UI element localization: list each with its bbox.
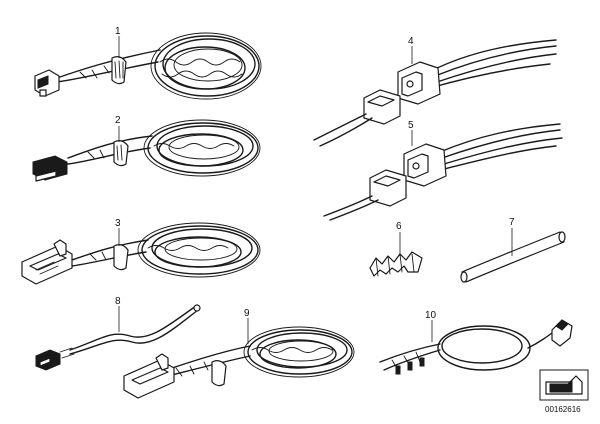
part-number-1: 1 — [115, 26, 121, 37]
harness-coil-3 — [137, 222, 261, 278]
terminal-part-6: 6 — [369, 221, 423, 277]
part-number-2: 2 — [115, 115, 121, 126]
part-number-4: 4 — [408, 36, 414, 47]
reference-code: 00162616 — [545, 405, 581, 414]
connector-part-4: 4 — [313, 36, 557, 147]
part-number-7: 7 — [509, 217, 515, 228]
part-number-6: 6 — [396, 221, 402, 232]
part-number-10: 10 — [425, 310, 437, 321]
harness-coil-1 — [150, 32, 262, 100]
connector-part-3 — [21, 239, 73, 285]
harness-part-3: 3 — [21, 218, 261, 285]
harness-coil-2 — [143, 119, 261, 177]
part-number-8: 8 — [115, 296, 121, 307]
part-number-9: 9 — [244, 308, 250, 319]
harness-part-10: 10 — [379, 310, 573, 375]
harness-coil-9 — [243, 326, 355, 378]
cable-clip — [211, 360, 227, 387]
harness-part-9: 9 — [123, 308, 355, 399]
harness-part-1: 1 — [34, 26, 262, 100]
reference-badge: 00162616 — [539, 369, 589, 414]
connector-part-2 — [32, 155, 68, 182]
connector-part-5: 5 — [323, 120, 563, 221]
connector-part-9 — [123, 353, 175, 399]
sleeve-part-7: 7 — [460, 217, 566, 283]
wire-end — [193, 304, 201, 312]
connector-part-1 — [34, 69, 60, 97]
harness-part-8: 8 — [35, 296, 201, 371]
harness-coil-10 — [437, 325, 531, 371]
connector-part-8 — [35, 349, 61, 371]
connector-part-10 — [551, 319, 573, 347]
harness-part-2: 2 — [32, 115, 261, 182]
cable-clip — [113, 140, 129, 167]
part-number-5: 5 — [408, 120, 414, 131]
part-number-3: 3 — [115, 218, 121, 229]
cable-clip — [113, 244, 129, 271]
